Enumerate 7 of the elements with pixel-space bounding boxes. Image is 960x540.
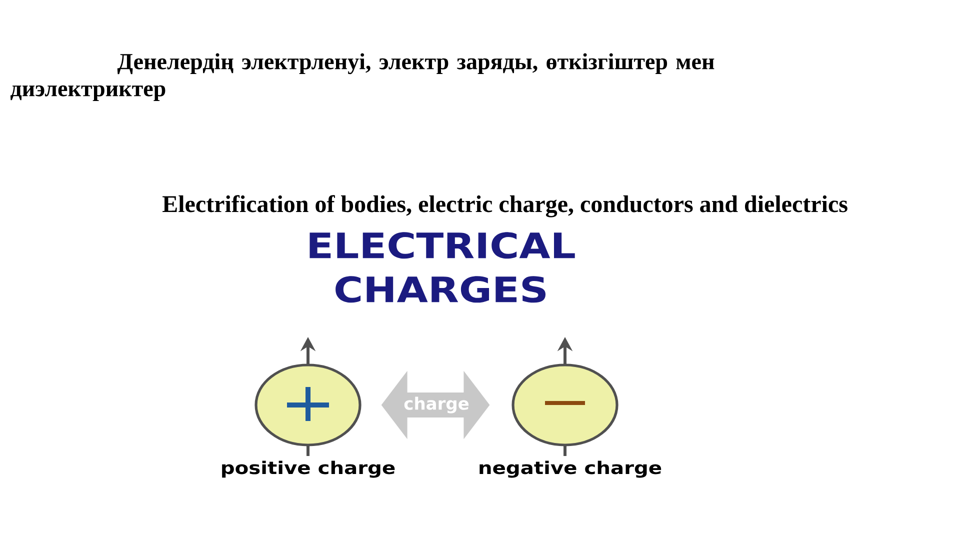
heading-text: ELECTRICAL CHARGES: [310, 232, 575, 303]
charge-ball: [254, 364, 362, 446]
charge-ball: [512, 364, 618, 446]
subtitle-text: Electrification of bodies, electric charge, conductors and dielectrics: [162, 195, 848, 218]
charge-caption: positive charge: [222, 460, 395, 478]
title-text: Денелердің электрленуі, электр заряды, өткізгіштер мен диэлектриктер: [10, 53, 714, 102]
charge-caption: negative charge: [480, 460, 662, 478]
